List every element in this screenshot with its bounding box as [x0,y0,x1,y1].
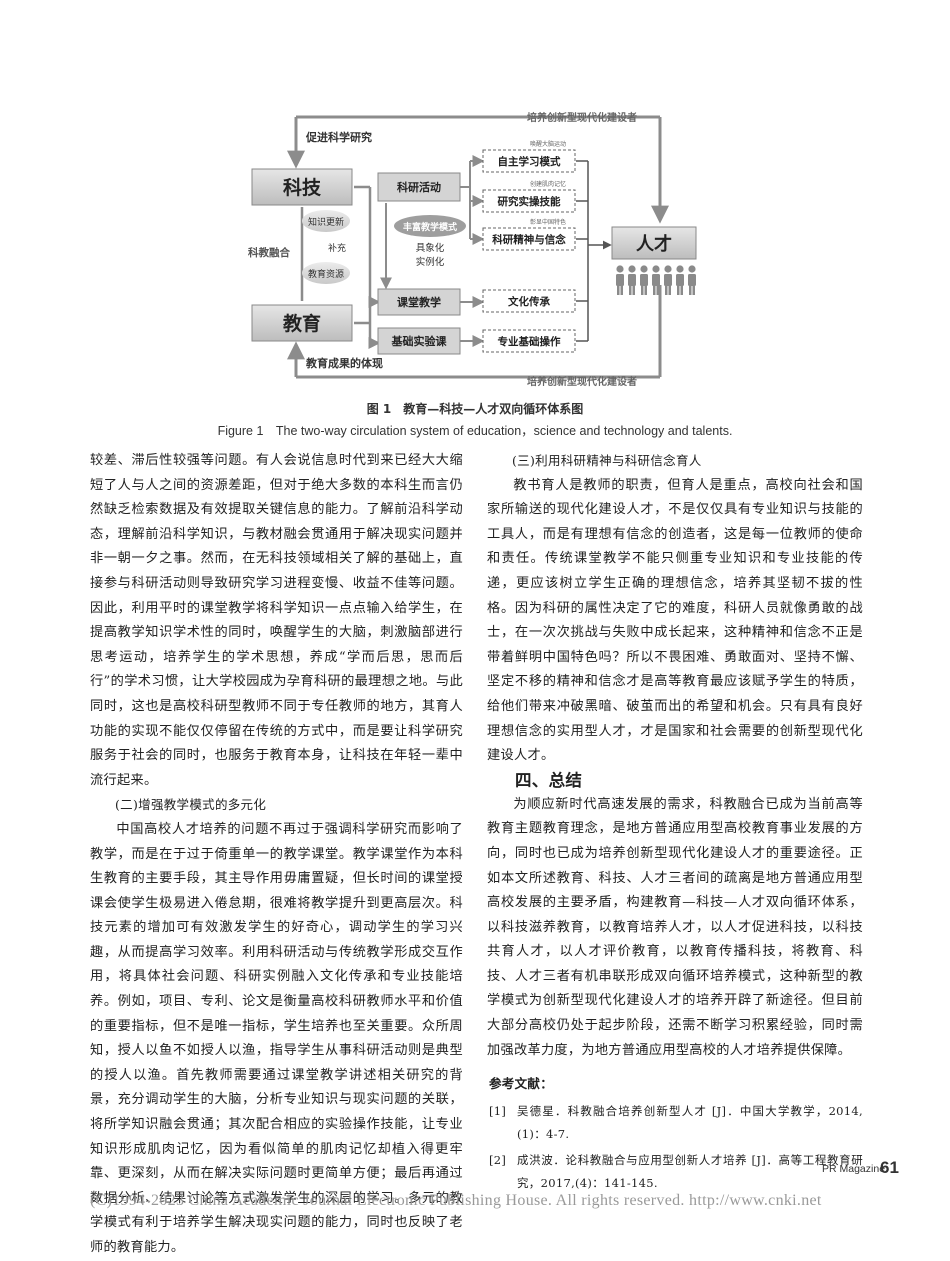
reference-text: 成洪波．论科教融合与应用型创新人才培养 [J]．高等工程教育研究，2017,(4… [517,1152,863,1190]
reference-number: [1] [489,1103,507,1118]
concrete-label: 具象化 [416,242,445,254]
fusion-label: 科教融合 [248,246,290,259]
top-loop-label: 培养创新型现代化建设者 [527,111,637,124]
small-label-2: 创建肌肉记忆 [530,180,566,188]
knowledge-update-oval [302,210,350,232]
tech-box [251,168,353,206]
left-column: 较差、滞后性较强等问题。有人会说信息时代到来已经大大缩短了人与人之间的资源差距，… [90,449,463,1261]
edu-result-label: 教育成果的体现 [305,356,383,370]
edu-box [251,304,353,342]
classroom-label: 课堂教学 [397,295,441,309]
reference-number: [2] [489,1152,507,1167]
knowledge-update-label: 知识更新 [308,216,344,228]
reference-item: [1] 吴德星．科教融合培养创新型人才 [J]．中国大学教学，2014,(1)：… [487,1100,863,1146]
tech-label: 科技 [283,176,322,199]
supplement-label: 补充 [328,242,346,254]
basic-op-label: 专业基础操作 [498,335,561,348]
autonomous-box [482,149,576,173]
culture-label: 文化传承 [507,295,550,308]
edu-label: 教育 [283,312,321,335]
people-icon [616,265,696,295]
subsection-heading: (二)增强教学模式的多元化 [115,797,267,813]
reference-item: [2] 成洪波．论科教融合与应用型创新人才培养 [J]．高等工程教育研究，201… [487,1149,863,1195]
paragraph: 中国高校人才培养的问题不再过于强调科学研究而影响了教学，而是在于过于倚重单一的教… [90,821,463,1255]
basic-op-box [482,329,576,353]
talent-box [611,226,697,260]
circulation-diagram: 培养创新型现代化建设者 促进科学研究 培养创新型现代化建设者 教育成果的体现 科… [248,111,697,388]
spirit-label: 科研精神与信念 [492,233,566,246]
rich-mode-label: 丰富教学模式 [403,221,457,233]
magazine-name: PR Magazine [822,1163,886,1175]
classroom-box [377,288,461,316]
edu-resource-label: 教育资源 [308,268,344,280]
example-label: 实例化 [416,256,445,268]
autonomous-label: 自主学习模式 [498,155,561,168]
figure-caption-cn: 图 1 教育—科技—人才双向循环体系图 [366,402,584,416]
lab-label: 基础实验课 [391,334,448,348]
small-label-3: 彰显中国特色 [530,218,566,226]
paragraph: 教书育人是教师的职责，但育人是重点，高校向社会和国家所输送的现代化建设人才，不是… [487,477,863,764]
spirit-box [482,227,576,251]
copyright-notice: (C)1994-2023 China Academic Journal Elec… [90,1192,822,1209]
bottom-loop-label: 培养创新型现代化建设者 [527,375,637,388]
talent-label: 人才 [636,233,672,255]
promote-label: 促进科学研究 [305,130,372,144]
rich-mode-oval [394,215,466,237]
references-title: 参考文献： [489,1076,554,1092]
section-heading: 四、总结 [515,770,583,790]
practice-label: 研究实操技能 [498,195,561,208]
paragraph: 为顺应新时代高速发展的需求，科教融合已成为当前高等教育主题教育理念，是地方普通应… [487,796,863,1058]
practice-box [482,189,576,213]
subsection-heading: (三)利用科研精神与科研信念育人 [512,453,702,468]
figure-caption-en: Figure 1 The two-way circulation system … [217,424,733,438]
research-box [377,172,461,202]
right-column: (三)利用科研精神与科研信念育人 教书育人是教师的职责，但育人是重点，高校向社会… [487,449,863,1195]
edu-resource-oval [302,262,350,284]
research-label: 科研活动 [397,180,441,194]
culture-box [482,289,576,313]
small-label-1: 唤醒大脑运动 [530,140,566,148]
reference-text: 吴德星．科教融合培养创新型人才 [J]．中国大学教学，2014,(1)：4-7. [517,1103,863,1141]
page-number: 61 [880,1158,899,1177]
paragraph: 较差、滞后性较强等问题。有人会说信息时代到来已经大大缩短了人与人之间的资源差距，… [90,453,463,788]
